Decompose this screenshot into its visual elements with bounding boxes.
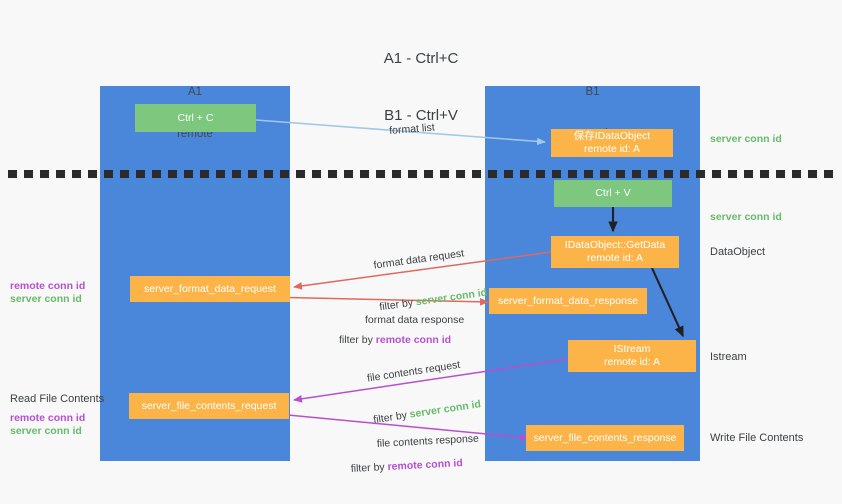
edge-label-format-data-response: format data response [365, 285, 464, 355]
label-right-server-conn-id-mid: server conn id [710, 211, 782, 223]
node-save-idataobject-label: 保存IDataObject [573, 130, 651, 142]
node-server-file-contents-request[interactable]: server_file_contents_request [129, 393, 289, 419]
edge-label-format-data-response-filter-value: remote conn id [375, 334, 452, 346]
node-server-file-contents-response-label: server_file_contents_response [533, 431, 677, 444]
node-ctrl-c[interactable]: Ctrl + C [135, 104, 256, 132]
node-ctrl-v[interactable]: Ctrl + V [554, 180, 672, 207]
edge-label-format-data-response-filter-prefix: filter by [339, 334, 376, 346]
label-right-write-file-contents: Write File Contents [710, 432, 804, 444]
node-idataobject-getdata-label: IDataObject::GetData [564, 239, 666, 251]
node-server-format-data-request[interactable]: server_format_data_request [130, 276, 290, 302]
label-left-server-conn-id-bottom: server conn id [10, 425, 82, 437]
node-server-format-data-response-label: server_format_data_response [497, 294, 639, 307]
node-idataobject-getdata[interactable]: IDataObject::GetData remote id: A [551, 236, 679, 268]
node-ctrl-v-label: Ctrl + V [595, 187, 631, 199]
node-ctrl-c-label: Ctrl + C [177, 111, 214, 124]
title-line-1: A1 - Ctrl+C [383, 50, 459, 67]
node-server-file-contents-request-label: server_file_contents_request [141, 399, 277, 412]
node-istream[interactable]: IStream remote id: A [568, 340, 696, 372]
node-server-format-data-response[interactable]: server_format_data_response [489, 288, 647, 314]
node-server-file-contents-response[interactable]: server_file_contents_response [526, 425, 684, 451]
lane-header-a1-name: A1 [187, 86, 203, 98]
edge-label-format-list-text: format list [388, 121, 436, 138]
label-left-remote-conn-id-bottom: remote conn id [10, 412, 86, 424]
label-left-server-conn-id-mid: server conn id [10, 293, 82, 305]
edge-label-format-data-response-text: format data response [365, 314, 465, 326]
node-idataobject-getdata-sub: remote id: A [586, 252, 644, 264]
label-left-read-file-contents: Read File Contents [10, 393, 105, 405]
edge-label-format-list: format list [376, 107, 436, 153]
label-right-server-conn-id-top: server conn id [710, 133, 782, 145]
edge-label-file-contents-response-filter: filter by remote conn id [349, 428, 465, 504]
lane-header-b1-name: B1 [585, 86, 600, 98]
node-istream-sub: remote id: A [603, 356, 661, 368]
label-left-remote-conn-id-mid: remote conn id [10, 280, 86, 292]
node-istream-label: IStream [613, 343, 651, 355]
edge-label-file-contents-request-text: file contents request [366, 358, 462, 385]
edge-label-file-contents-response-filter-prefix: filter by [350, 461, 388, 475]
edge-label-format-data-request-text: format data request [372, 247, 465, 272]
node-save-idataobject-sub: remote id: A [583, 143, 641, 155]
edge-label-file-contents-response-filter-value: remote conn id [387, 457, 464, 474]
label-right-dataobject: DataObject [710, 246, 766, 258]
edge-label-format-data-response-filter: filter by remote conn id [339, 305, 451, 375]
node-server-format-data-request-label: server_format_data_request [144, 282, 276, 295]
node-save-idataobject[interactable]: 保存IDataObject remote id: A [551, 129, 673, 157]
dashed-divider-line [8, 170, 836, 178]
label-right-istream: Istream [710, 351, 747, 363]
diagram-canvas: A1 - Ctrl+C B1 - Ctrl+V A1 remote B1 con… [8, 50, 836, 475]
